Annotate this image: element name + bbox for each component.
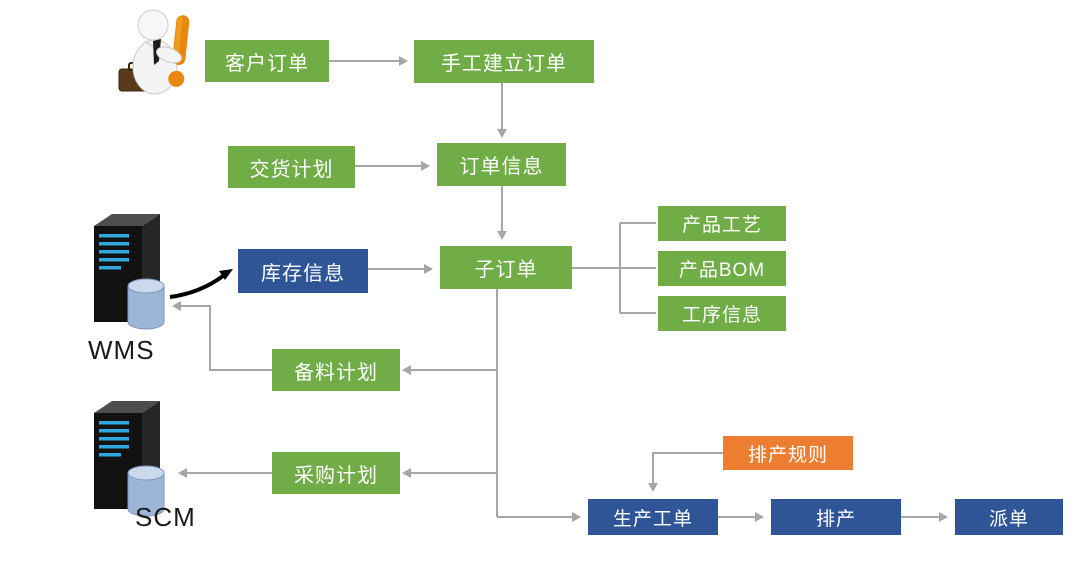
node-product-bom: 产品BOM [658, 251, 786, 286]
node-dispatch: 派单 [955, 499, 1063, 535]
node-sub-order: 子订单 [440, 246, 572, 289]
node-product-process: 产品工艺 [658, 206, 786, 241]
node-scheduling-rules: 排产规则 [723, 436, 853, 470]
node-scheduling: 排产 [771, 499, 901, 535]
node-purchase-plan: 采购计划 [272, 452, 400, 494]
scm-server-icon [94, 401, 165, 517]
wms-server-icon [94, 214, 165, 330]
node-inventory-info: 库存信息 [238, 249, 368, 293]
person-exclamation-icon [118, 9, 190, 95]
scm-label: SCM [135, 502, 196, 532]
node-order-info: 订单信息 [437, 143, 566, 186]
node-material-prep-plan: 备料计划 [272, 349, 400, 391]
wms-label: WMS [88, 335, 155, 365]
node-customer-order: 客户订单 [205, 40, 329, 82]
wms-to-inventory-arrow [169, 269, 233, 299]
node-manual-create-order: 手工建立订单 [414, 40, 594, 83]
node-operation-info: 工序信息 [658, 296, 786, 331]
node-production-work-order: 生产工单 [588, 499, 718, 535]
node-delivery-plan: 交货计划 [228, 146, 355, 188]
